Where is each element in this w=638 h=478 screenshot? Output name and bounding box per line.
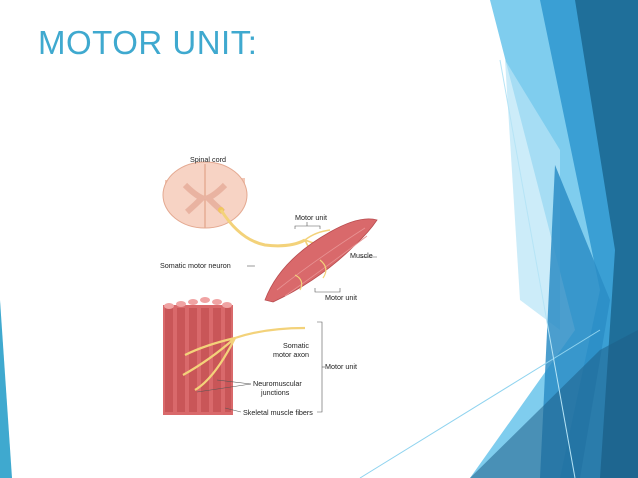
label-skeletal-muscle-fibers: Skeletal muscle fibers bbox=[243, 408, 313, 417]
label-motor-unit-top: Motor unit bbox=[295, 213, 327, 222]
slide-title: MOTOR UNIT: bbox=[38, 24, 258, 61]
deco-lower-strip bbox=[470, 330, 638, 478]
label-somatic-motor-axon-2: motor axon bbox=[273, 350, 309, 359]
spinal-cord-illustration bbox=[162, 161, 248, 229]
label-motor-unit-mid: Motor unit bbox=[325, 293, 357, 302]
deco-pale-wedge bbox=[505, 60, 560, 330]
deco-thin-line bbox=[359, 329, 601, 478]
label-neuromuscular-1: Neuromuscular bbox=[253, 379, 302, 388]
motor-unit-diagram: Spinal cord Motor unit Muscle Somatic mo… bbox=[160, 155, 378, 417]
leader-lines bbox=[196, 222, 377, 413]
muscle-illustration bbox=[264, 218, 378, 303]
label-somatic-motor-neuron: Somatic motor neuron bbox=[160, 261, 231, 270]
label-spinal-cord: Spinal cord bbox=[190, 155, 226, 164]
deco-left-sliver bbox=[0, 300, 12, 478]
label-muscle: Muscle bbox=[350, 251, 373, 260]
label-somatic-motor-axon-1: Somatic bbox=[283, 341, 309, 350]
label-neuromuscular-2: junctions bbox=[260, 388, 290, 397]
label-motor-unit-bottom: Motor unit bbox=[325, 362, 357, 371]
muscle-fiber-bundle bbox=[163, 297, 306, 415]
deco-thin-line-2 bbox=[499, 59, 576, 478]
